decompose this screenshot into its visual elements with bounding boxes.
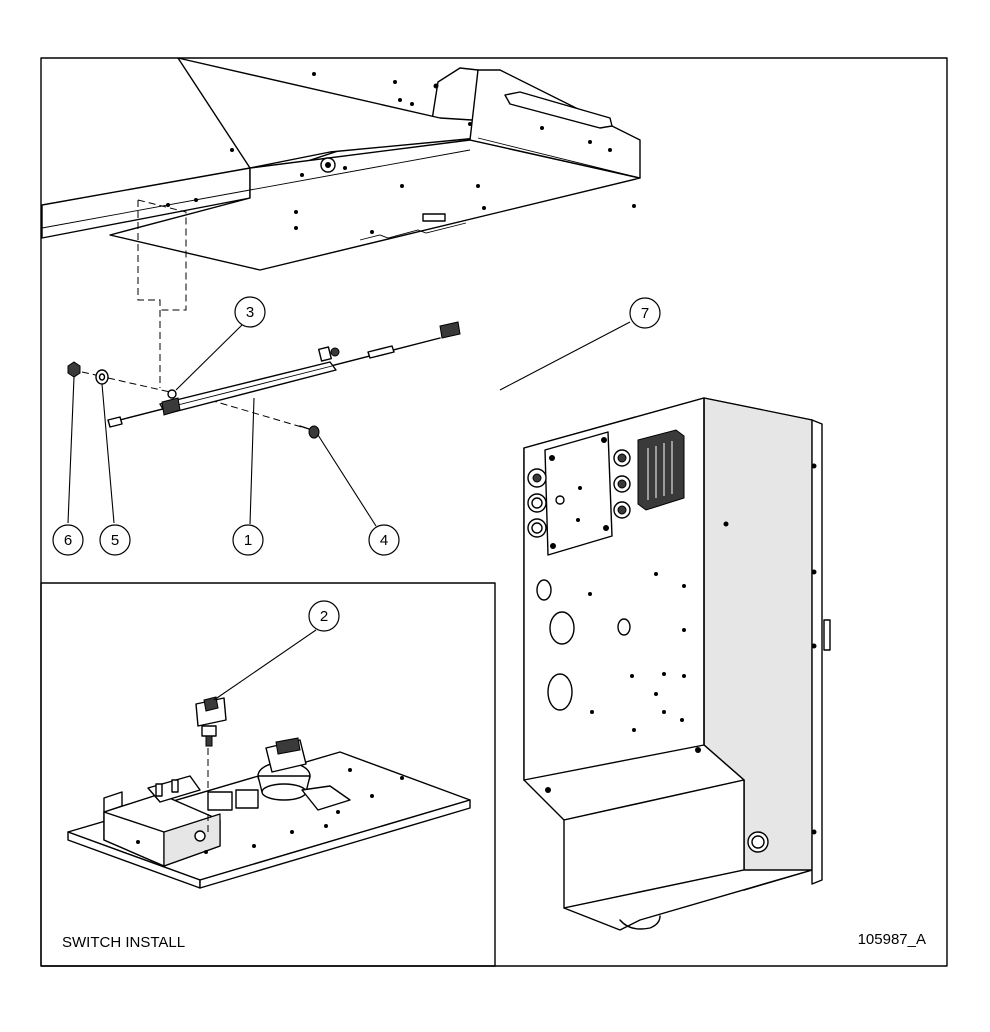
callout-balloon-6: 6 bbox=[52, 524, 84, 556]
chassis-tray bbox=[41, 57, 641, 271]
callout-balloon-2: 2 bbox=[308, 600, 340, 632]
svg-text:1: 1 bbox=[244, 532, 252, 549]
switch-install-detail bbox=[67, 696, 471, 889]
nut-item-6 bbox=[67, 361, 81, 378]
washer-item-5 bbox=[95, 369, 109, 385]
callout-leaders bbox=[67, 321, 631, 701]
svg-text:5: 5 bbox=[111, 532, 119, 549]
svg-text:4: 4 bbox=[380, 532, 388, 549]
sensor-rod-assembly bbox=[107, 321, 533, 480]
svg-text:2: 2 bbox=[320, 608, 328, 625]
assembly-paths bbox=[81, 199, 306, 429]
svg-text:6: 6 bbox=[64, 532, 72, 549]
callout-balloon-5: 5 bbox=[99, 524, 131, 556]
inset-frame bbox=[40, 582, 496, 967]
callout-balloon-7: 7 bbox=[629, 297, 661, 329]
callout-balloon-4: 4 bbox=[368, 524, 400, 556]
callout-balloon-3: 3 bbox=[234, 296, 266, 328]
svg-text:3: 3 bbox=[246, 304, 254, 321]
callout-balloon-1: 1 bbox=[232, 524, 264, 556]
screw-item-4 bbox=[299, 425, 320, 439]
drawing-number: 105987_A bbox=[858, 931, 926, 948]
svg-text:7: 7 bbox=[641, 305, 649, 322]
control-box bbox=[523, 397, 831, 931]
inset-title: SWITCH INSTALL bbox=[62, 934, 185, 951]
